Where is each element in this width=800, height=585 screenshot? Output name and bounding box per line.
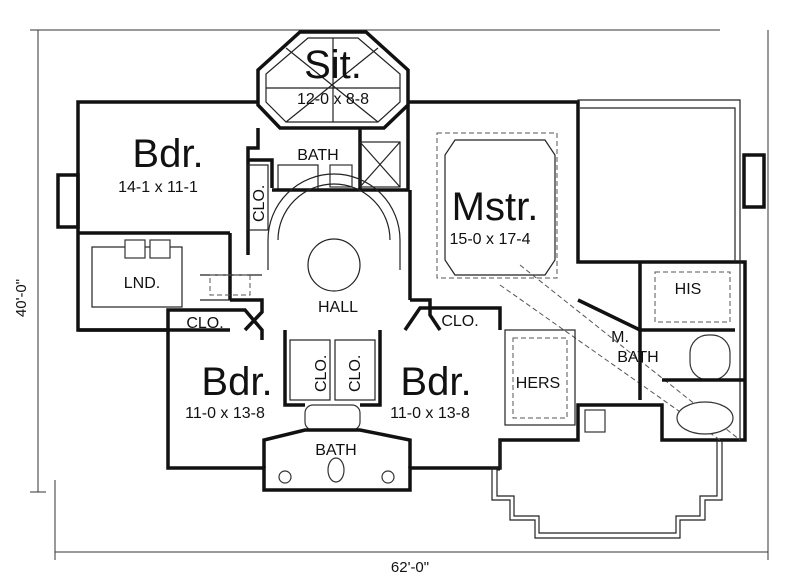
master-bath-label-2: BATH bbox=[617, 349, 658, 366]
depth-dimension: 40'-0" bbox=[13, 279, 30, 317]
master-size: 15-0 x 17-4 bbox=[450, 231, 531, 248]
closet-b-label: CLO. bbox=[347, 355, 364, 392]
room-labels: Sit. 12-0 x 8-8 Bdr. 14-1 x 11-1 Mstr. 1… bbox=[118, 43, 701, 459]
dimension-labels: 40'-0" 62'-0" bbox=[13, 279, 429, 576]
sitting-name: Sit. bbox=[304, 43, 362, 87]
bedroom-sw-size: 11-0 x 13-8 bbox=[185, 405, 265, 422]
hers-label: HERS bbox=[516, 375, 560, 392]
master-name: Mstr. bbox=[452, 185, 539, 229]
closet-top-label: CLO. bbox=[251, 185, 268, 222]
sitting-room bbox=[256, 30, 410, 130]
master-bath-label-1: M. bbox=[611, 329, 629, 346]
bedroom-nw-size: 14-1 x 11-1 bbox=[118, 179, 198, 196]
interior-walls bbox=[78, 105, 745, 484]
closet-a-label: CLO. bbox=[313, 355, 330, 392]
hall-label: HALL bbox=[318, 299, 358, 316]
sitting-size: 12-0 x 8-8 bbox=[297, 91, 369, 108]
bedroom-nw-name: Bdr. bbox=[132, 132, 203, 176]
bedroom-se-name: Bdr. bbox=[400, 360, 471, 404]
width-dimension: 62'-0" bbox=[391, 559, 429, 576]
bath-top-label: BATH bbox=[297, 147, 338, 164]
closet-left-label: CLO. bbox=[186, 315, 223, 332]
laundry-label: LND. bbox=[124, 275, 160, 292]
bedroom-se-size: 11-0 x 13-8 bbox=[390, 405, 470, 422]
his-label: HIS bbox=[675, 281, 702, 298]
rear-deck bbox=[491, 440, 723, 539]
bath-bottom-label: BATH bbox=[315, 442, 356, 459]
closet-right-label: CLO. bbox=[441, 313, 478, 330]
bedroom-sw-name: Bdr. bbox=[201, 360, 272, 404]
dimension-lines bbox=[30, 29, 769, 560]
